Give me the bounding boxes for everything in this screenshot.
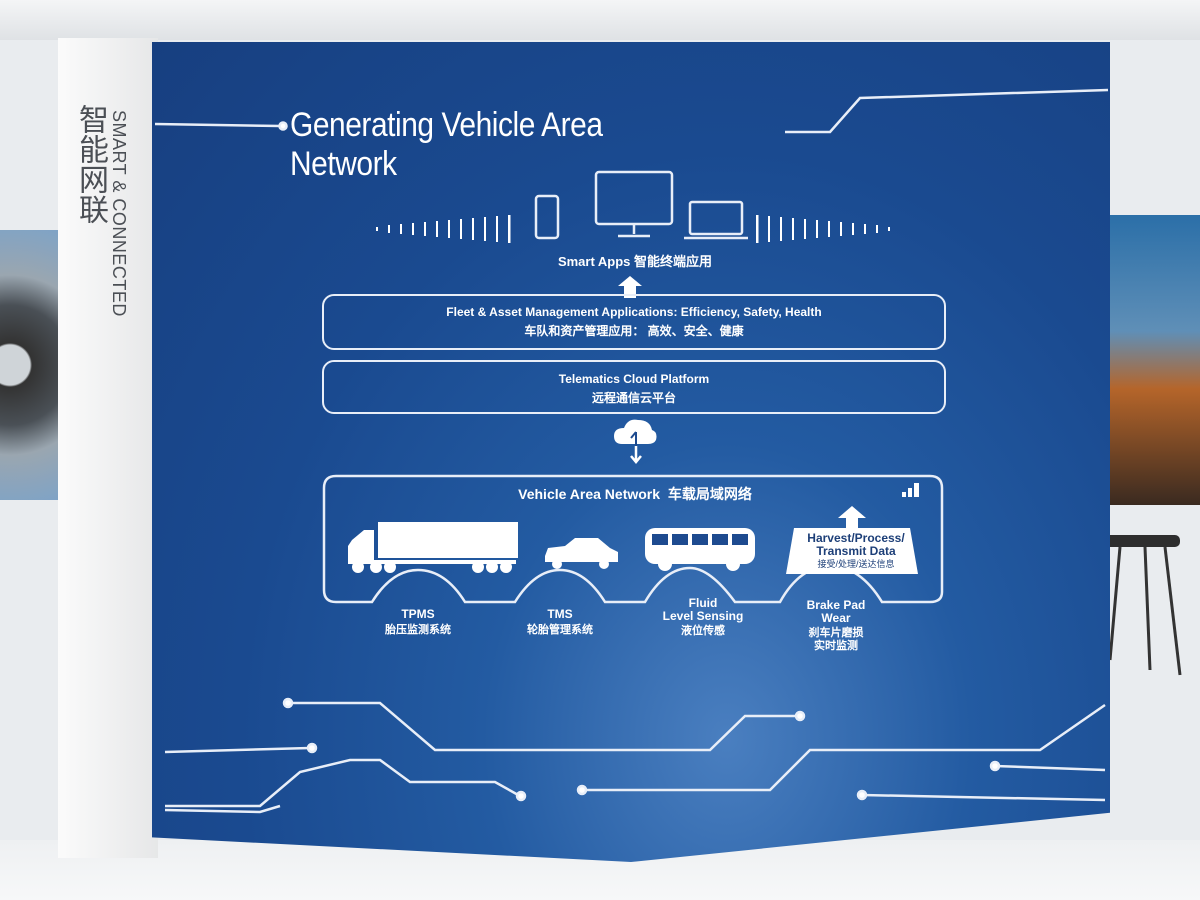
sensor-title-2: Wear — [821, 611, 851, 625]
fleet-cn: 车队和资产管理应用： 高效、安全、健康 — [524, 324, 744, 338]
sensor-cn: 胎压监测系统 — [385, 624, 451, 636]
road-photo-panel — [1108, 215, 1200, 505]
ceiling — [0, 0, 1200, 40]
harvest-cn: 接受/处理/送达信息 — [817, 559, 895, 569]
sensor-brake-pad: Brake Pad Wear 刹车片磨损 实时监测 — [776, 599, 896, 653]
cloud-en: Telematics Cloud Platform — [558, 372, 710, 386]
sensor-cn: 轮胎管理系统 — [527, 624, 593, 636]
signage-pillar: SMART & CONNECTED 智能网联 — [58, 38, 158, 858]
signal-right-icon — [756, 215, 890, 243]
smart-apps-label: Smart Apps 智能终端应用 — [480, 251, 790, 270]
sensor-tpms: TPMS 胎压监测系统 — [358, 608, 478, 637]
car-icon — [545, 538, 618, 569]
sensor-title: TMS — [547, 607, 573, 621]
phone-icon — [534, 194, 560, 240]
signal-left-icon — [376, 215, 511, 243]
cloud-sync-icon — [614, 419, 657, 464]
van-en: Vehicle Area Network — [518, 486, 661, 502]
truck-icon — [348, 522, 518, 573]
sensor-fluid-level: Fluid Level Sensing 液位传感 — [640, 597, 766, 638]
van-heading: Vehicle Area Network 车载局域网络 — [440, 484, 830, 504]
bus-icon — [645, 528, 755, 571]
sensor-title: Brake Pad — [806, 598, 866, 612]
sensor-title-2: Level Sensing — [662, 609, 744, 623]
smart-connected-label: SMART & CONNECTED — [109, 110, 129, 317]
harvest-en1: Harvest/Process/ — [807, 531, 905, 545]
signal-bars-icon — [902, 483, 919, 497]
cloud-platform-box: Telematics Cloud Platform 远程通信云平台 — [322, 360, 946, 414]
harvest-arrow-icon — [838, 506, 866, 528]
laptop-icon — [684, 200, 748, 240]
sensor-cn: 刹车片磨损 — [808, 627, 864, 639]
van-box — [322, 474, 944, 604]
harvest-label: Harvest/Process/ Transmit Data 接受/处理/送达信… — [794, 532, 918, 570]
harvest-panel — [786, 528, 918, 574]
sensor-cn: 液位传感 — [681, 625, 725, 637]
smart-apps-en: Smart Apps — [557, 254, 631, 269]
title-line-right — [785, 88, 1109, 134]
harvest-en2: Transmit Data — [816, 544, 896, 558]
van-cn: 车载局域网络 — [667, 486, 752, 502]
fleet-en: Fleet & Asset Management Applications: E… — [446, 305, 822, 319]
smart-connected-chinese: 智能网联 — [74, 104, 107, 224]
exhibit-board — [152, 42, 1110, 862]
sensor-title: Fluid — [688, 596, 718, 610]
bar-stool — [1105, 535, 1182, 676]
sensor-title: TPMS — [401, 607, 435, 621]
fleet-management-box: Fleet & Asset Management Applications: E… — [322, 294, 946, 350]
tire-photo-panel — [0, 230, 58, 500]
up-arrow-icon — [618, 276, 642, 298]
title-line-left — [154, 122, 281, 128]
sensor-cn-2: 实时监测 — [814, 640, 858, 652]
monitor-icon — [594, 170, 674, 238]
sensor-tms: TMS 轮胎管理系统 — [500, 608, 620, 637]
cloud-cn: 远程通信云平台 — [591, 391, 676, 405]
board-title: Generating Vehicle Area Network — [290, 106, 603, 183]
smart-apps-cn: 智能终端应用 — [634, 254, 713, 269]
